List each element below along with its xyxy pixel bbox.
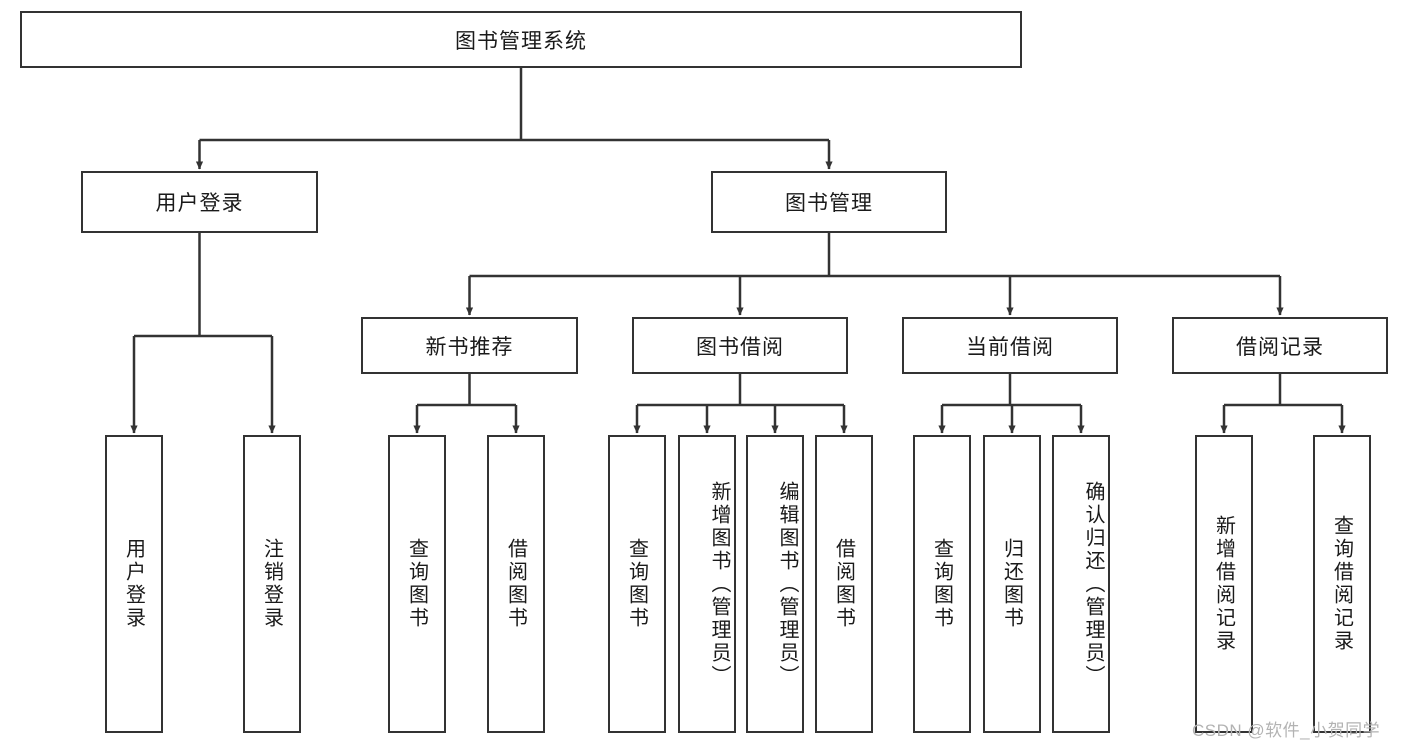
node-l2-record: 借阅记录 bbox=[1172, 317, 1388, 374]
node-leaf-user-login: 用户登录 bbox=[105, 435, 163, 733]
node-leaf-bor-query: 查询图书 bbox=[608, 435, 666, 733]
node-leaf-bor-lend: 借阅图书 bbox=[815, 435, 873, 733]
node-leaf-cur-query: 查询图书 bbox=[913, 435, 971, 733]
node-l2-current: 当前借阅 bbox=[902, 317, 1118, 374]
node-l1-user: 用户登录 bbox=[81, 171, 318, 233]
node-leaf-bor-add: 新增图书（管理员） bbox=[678, 435, 736, 733]
node-root: 图书管理系统 bbox=[20, 11, 1022, 68]
node-leaf-cur-return: 归还图书 bbox=[983, 435, 1041, 733]
node-l1-book: 图书管理 bbox=[711, 171, 947, 233]
node-leaf-new-borrow: 借阅图书 bbox=[487, 435, 545, 733]
node-l2-borrow: 图书借阅 bbox=[632, 317, 848, 374]
node-leaf-rec-query: 查询借阅记录 bbox=[1313, 435, 1371, 733]
node-leaf-rec-add: 新增借阅记录 bbox=[1195, 435, 1253, 733]
node-leaf-user-logout: 注销登录 bbox=[243, 435, 301, 733]
node-leaf-new-query: 查询图书 bbox=[388, 435, 446, 733]
node-leaf-cur-confirm: 确认归还（管理员） bbox=[1052, 435, 1110, 733]
node-l2-new: 新书推荐 bbox=[361, 317, 578, 374]
csdn-watermark: CSDN @软件_小贺同学 bbox=[1192, 721, 1381, 740]
node-leaf-bor-edit: 编辑图书（管理员） bbox=[746, 435, 804, 733]
